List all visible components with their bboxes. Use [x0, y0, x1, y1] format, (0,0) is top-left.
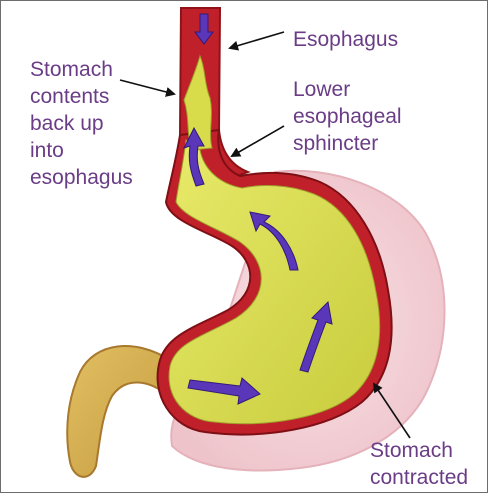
stomach-contents-label: Stomach contents back up into esophagus	[30, 56, 133, 191]
sphincter-pointer	[232, 126, 284, 156]
duodenum-shape	[67, 346, 170, 477]
esophagus-label: Esophagus	[293, 26, 398, 53]
lower-esophageal-sphincter-label: Lower esophageal sphincter	[293, 76, 402, 157]
stomach-contracted-label: Stomach contracted	[370, 437, 468, 491]
esophagus-pointer	[230, 32, 284, 48]
